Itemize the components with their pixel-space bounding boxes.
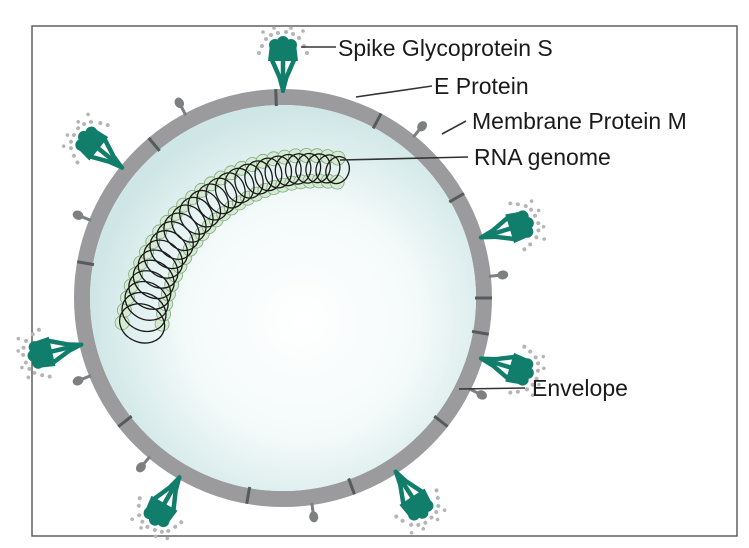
membrane-protein-label: Membrane Protein M bbox=[472, 108, 687, 134]
rna-helix-loop bbox=[178, 196, 214, 235]
rna-helix-loop bbox=[254, 157, 283, 192]
rna-helix-loop bbox=[284, 153, 312, 185]
e-protein-label: E Protein bbox=[434, 73, 529, 99]
rna-helix-loop bbox=[132, 259, 175, 300]
rna-helix-loop bbox=[234, 163, 264, 199]
rna-helix-loop bbox=[187, 189, 222, 228]
rna-helix-loop bbox=[118, 303, 166, 344]
spike-glycoprotein-icon bbox=[257, 26, 309, 91]
membrane-protein-icon bbox=[305, 500, 321, 525]
rna-helix-loop bbox=[325, 155, 351, 185]
rna-helix-loop bbox=[121, 291, 167, 333]
rna-helix-loop bbox=[264, 155, 293, 189]
envelope-leader-line bbox=[458, 387, 526, 390]
rna-helix-loop bbox=[305, 153, 331, 184]
rna-helix-loop bbox=[170, 204, 207, 243]
rna-genome-icon bbox=[118, 152, 351, 344]
rna-helix-loop bbox=[214, 172, 246, 209]
e-protein-leader-line bbox=[355, 85, 433, 98]
rna-helix-loop bbox=[196, 183, 230, 221]
rna-leader-line bbox=[339, 156, 469, 161]
spike-glycoprotein-icon bbox=[12, 319, 87, 384]
rna-helix-loop bbox=[143, 239, 184, 279]
rna-genome-label: RNA genome bbox=[474, 144, 611, 170]
rna-helix-loop bbox=[137, 249, 179, 289]
e-protein-icon bbox=[274, 87, 278, 108]
rna-helix-loop bbox=[295, 152, 322, 184]
rna-helix-loop bbox=[224, 167, 255, 204]
rna-helix-loop bbox=[244, 160, 273, 195]
rna-helix-loop bbox=[205, 177, 238, 215]
membrane-protein-icon bbox=[486, 268, 511, 283]
rna-helix-loop bbox=[128, 270, 172, 310]
envelope-label: Envelope bbox=[532, 375, 628, 401]
rna-helix-loop bbox=[274, 153, 302, 187]
spike-glycoprotein-label: Spike Glycoprotein S bbox=[338, 35, 553, 61]
membrane-leader-line bbox=[441, 120, 467, 135]
rna-helix-loop bbox=[315, 154, 341, 184]
rna-helix-loop bbox=[124, 280, 169, 321]
diagram-frame bbox=[31, 25, 738, 537]
